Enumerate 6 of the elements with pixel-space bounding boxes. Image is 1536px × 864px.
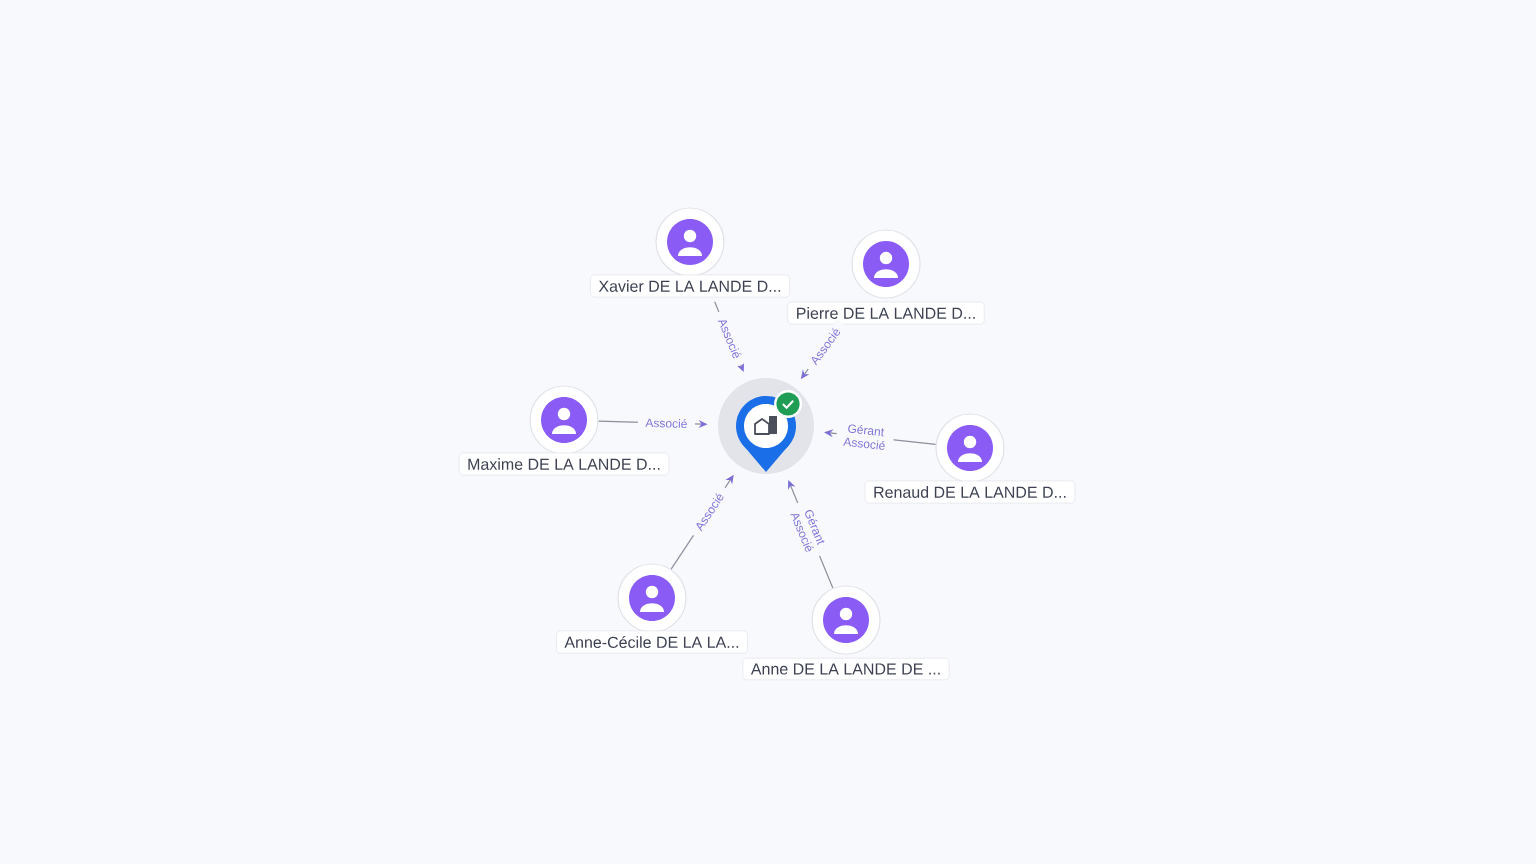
name-label: Anne-Cécile DE LA LA... (556, 630, 748, 654)
name-label: Anne DE LA LANDE DE ... (742, 657, 950, 681)
name-label: Pierre DE LA LANDE D... (787, 301, 985, 325)
name-label: Maxime DE LA LANDE D... (458, 452, 670, 476)
name-label: Xavier DE LA LANDE D... (590, 274, 790, 298)
name-label: Renaud DE LA LANDE D... (864, 480, 1076, 504)
